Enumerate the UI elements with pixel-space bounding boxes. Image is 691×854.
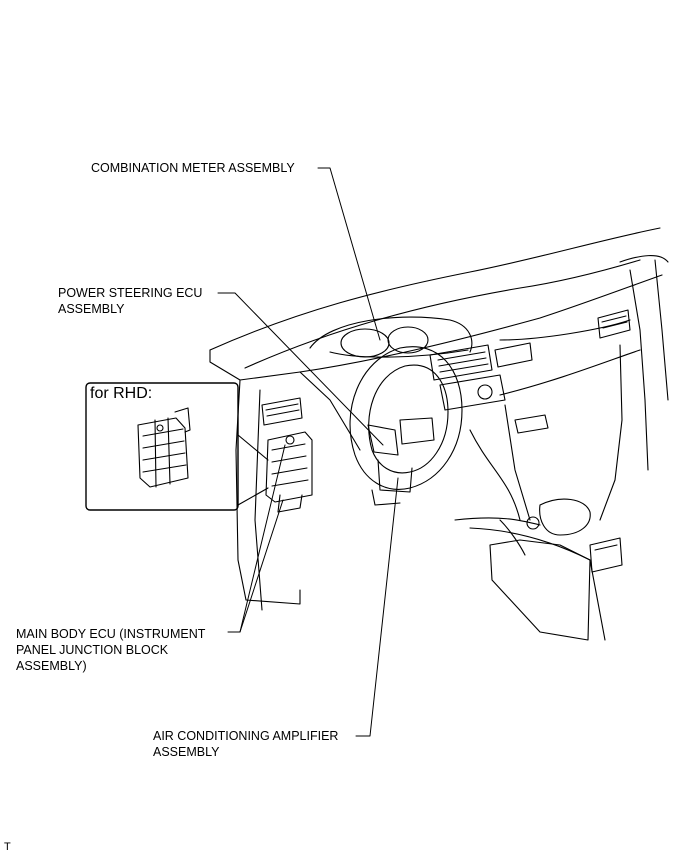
label-air-conditioning-amplifier: AIR CONDITIONING AMPLIFIER ASSEMBLY: [153, 729, 339, 759]
footer-code: T: [4, 841, 11, 853]
meter-hood: [309, 316, 473, 358]
leader-main-body-ecu-2: [239, 499, 284, 633]
inset-ecu-drawing: [137, 407, 191, 488]
leader-air-conditioning-amplifier: [355, 477, 399, 737]
main-body-ecu-drawing: [265, 431, 313, 513]
center-console: [439, 374, 623, 641]
label-combination-meter: COMBINATION METER ASSEMBLY: [91, 161, 295, 175]
center-vents: [261, 309, 631, 426]
label-main-body-ecu: MAIN BODY ECU (INSTRUMENT PANEL JUNCTION…: [16, 627, 206, 673]
label-power-steering-ecu: POWER STEERING ECU ASSEMBLY: [58, 286, 203, 316]
rhd-inset-box: [85, 382, 269, 511]
dashboard-outline: [209, 227, 669, 611]
leader-lines: [217, 167, 399, 737]
inset-title: for RHD:: [90, 385, 153, 402]
leader-combination-meter: [317, 167, 381, 341]
leader-power-steering-ecu: [217, 292, 384, 446]
steering-wheel: [349, 346, 463, 506]
